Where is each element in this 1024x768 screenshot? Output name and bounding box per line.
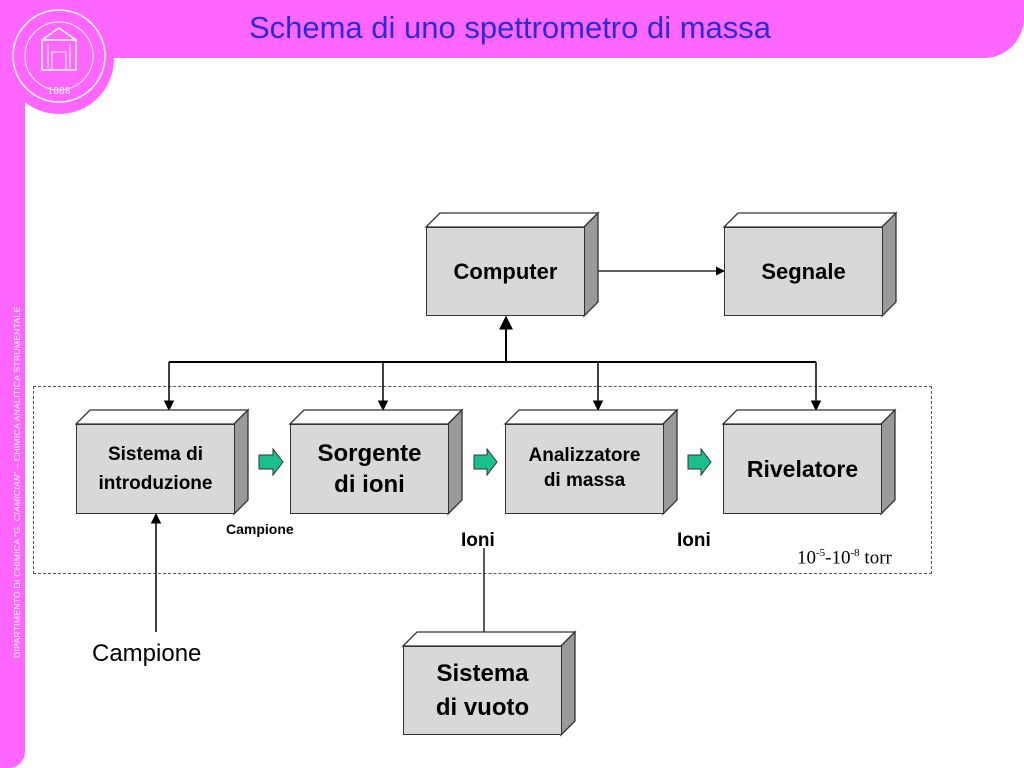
segnale-label: Segnale [724,227,883,316]
rivelatore-box-depth [721,408,897,516]
introduzione-box: Sistema di introduzione [74,408,250,516]
rivelatore-label: Rivelatore [723,424,882,514]
ioni-label-1: Ioni [461,530,495,551]
analizzatore-label-line2: di massa [543,470,626,491]
pressure-base1: 10 [797,547,816,569]
vuoto-box: Sistema di vuoto [401,630,577,737]
sorgente-box-depth [288,408,464,516]
introduzione-label-line2: introduzione [98,473,213,494]
left-bar [0,0,25,768]
introduzione-label-line1: Sistema di [107,443,204,465]
flow-arrow-3 [687,447,712,477]
pressure-label: 10-5-10-8 torr [797,547,892,569]
flow-arrow-2 [473,447,498,477]
vacuum-region [33,386,932,574]
analizzatore-label-line1: Analizzatore [528,445,641,467]
flow-arrow-1 [258,447,284,477]
rivelatore-box: Rivelatore [721,408,897,516]
computer-box: Computer [424,211,600,318]
university-seal-icon: 1088 [4,4,114,114]
pressure-unit: torr [859,547,892,569]
segnale-box: Segnale [722,211,898,318]
pressure-sep: -10 [825,547,851,569]
ioni-label-2: Ioni [677,530,711,551]
pressure-exp2: -8 [850,547,860,559]
computer-box-depth [424,211,600,318]
sorgente-label-line2: di ioni [334,471,405,498]
introduzione-box-depth [74,408,250,516]
page-title: Schema di uno spettrometro di massa [248,10,772,45]
analizzatore-box: Analizzatore di massa [503,408,679,516]
campione-input-label: Campione [92,640,202,667]
vuoto-label-line2: di vuoto [435,693,530,721]
top-bar [0,0,1024,58]
analizzatore-box-depth [503,408,679,516]
sorgente-label-line1: Sorgente [317,439,422,467]
campione-small-label: Campione [226,521,294,537]
vuoto-label-line1: Sistema [436,659,529,687]
svg-text:1088: 1088 [48,87,71,97]
computer-label: Computer [426,227,585,316]
pressure-exp1: -5 [816,547,826,559]
sorgente-box: Sorgente di ioni [288,408,464,516]
